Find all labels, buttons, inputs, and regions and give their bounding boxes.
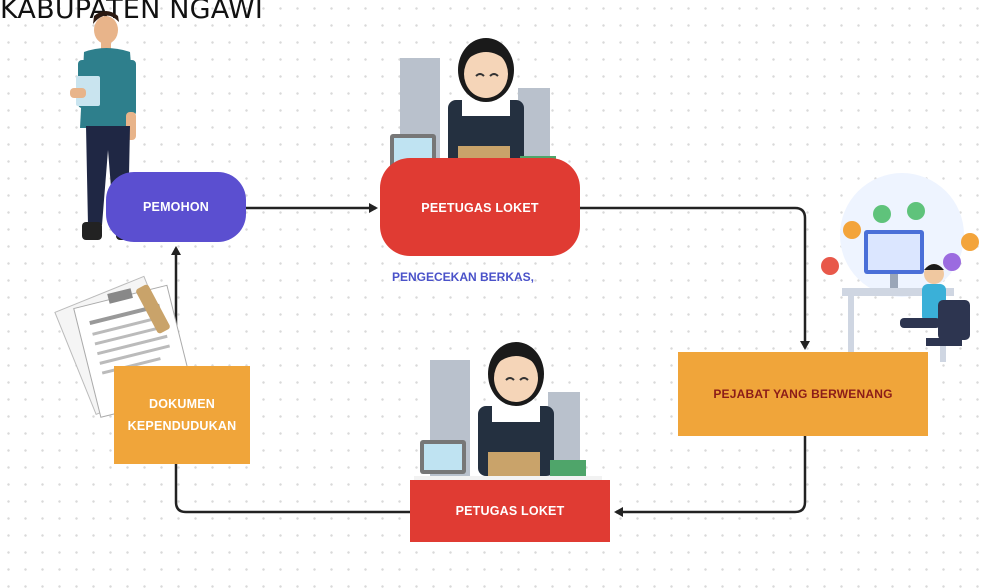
pemohon-node: PEMOHON [106,172,246,242]
petugas-loket-node-bottom: PETUGAS LOKET [410,480,610,542]
petugas-loket-node-top: PEETUGAS LOKET [380,158,580,256]
petugas-loket-top-label: PEETUGAS LOKET [421,201,539,215]
pengecekan-note: PENGECEKAN BERKAS, [392,270,535,284]
petugas-loket-bottom-label: PETUGAS LOKET [455,504,565,518]
dokumen-label-line2: KEPENDUDUKAN [127,419,237,433]
pemohon-label: PEMOHON [143,200,209,214]
arrow-loket-to-pejabat [580,206,810,350]
arrow-pejabat-to-loket [614,436,807,517]
dokumen-label-line1: DOKUMEN [149,397,215,411]
pejabat-label: PEJABAT YANG BERWENANG [713,387,893,401]
arrow-loket-to-dokumen [174,464,410,514]
dokumen-node: DOKUMEN KEPENDUDUKAN [114,366,250,464]
pejabat-node: PEJABAT YANG BERWENANG [678,352,928,436]
page-title: KABUPATEN NGAWI [0,0,264,25]
